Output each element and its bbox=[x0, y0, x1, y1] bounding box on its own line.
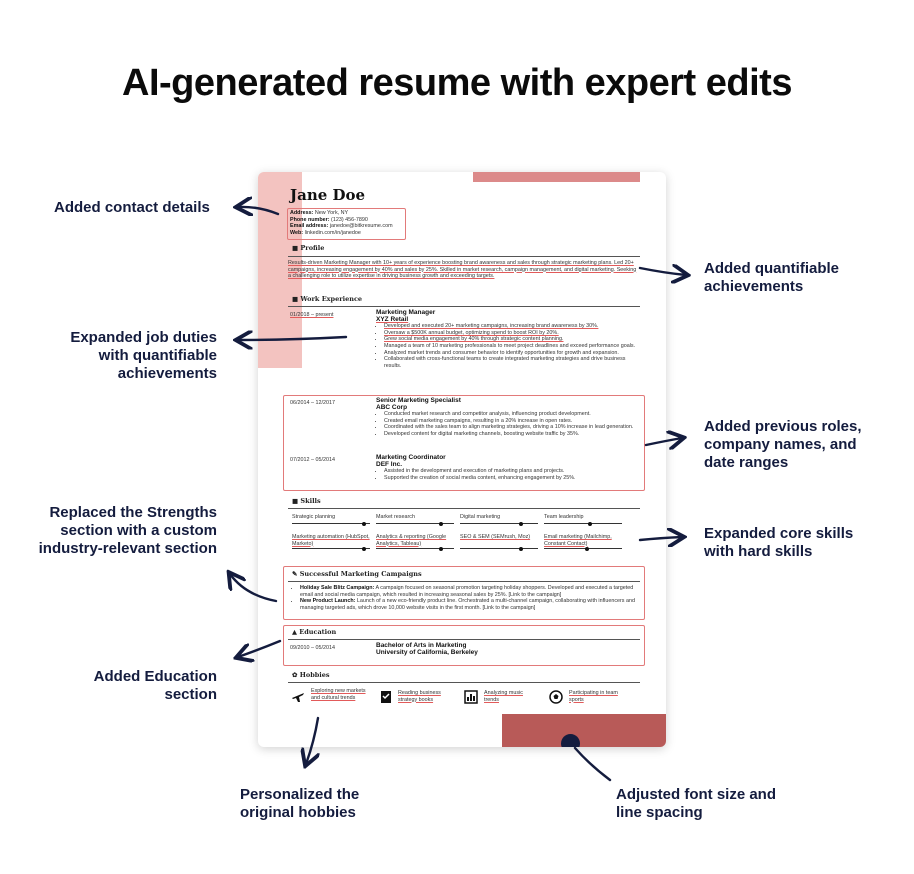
skill-label: Analytics & reporting (Google Analytics,… bbox=[376, 534, 447, 547]
callout-quant: Added quantifiable achievements bbox=[704, 260, 839, 295]
education-box bbox=[283, 625, 645, 666]
callout-strengths: Replaced the Strengths section with a cu… bbox=[38, 504, 217, 557]
arrow-skills bbox=[638, 537, 682, 540]
arrow-contact bbox=[238, 207, 280, 214]
arrow-hobbies bbox=[306, 716, 318, 764]
profile-rule bbox=[288, 256, 640, 257]
bookmark-icon bbox=[381, 691, 391, 703]
skill-level-knob bbox=[362, 546, 367, 551]
job-1-dates: 01/2018 – present bbox=[290, 312, 334, 318]
contact-phone: Phone number: (123) 456-7890 bbox=[290, 216, 368, 223]
soccer-ball-icon bbox=[549, 690, 563, 704]
callout-contact: Added contact details bbox=[54, 199, 210, 216]
profile-text: Results-driven Marketing Manager with 10… bbox=[288, 260, 637, 280]
skill-level-bar bbox=[544, 521, 622, 526]
campaigns-list: Holiday Sale Blitz Campaign: A campaign … bbox=[292, 585, 636, 611]
skills-rule bbox=[288, 508, 640, 509]
hobby-label: Participating in team sports bbox=[569, 690, 618, 703]
skill-level-knob bbox=[519, 546, 524, 551]
skill-label: Team leadership bbox=[544, 514, 584, 520]
education-rule bbox=[288, 639, 640, 640]
skill-level-knob bbox=[588, 521, 593, 526]
job-2: Senior Marketing Specialist ABC Corp Con… bbox=[376, 397, 638, 438]
skill-label: Marketing automation (HubSpot, Marketo) bbox=[292, 534, 370, 547]
campaign-item: New Product Launch: Launch of a new eco-… bbox=[300, 598, 636, 611]
callout-hobbies: Personalized the original hobbies bbox=[240, 786, 360, 821]
skill-level-knob bbox=[438, 546, 443, 551]
previous-roles-box bbox=[283, 395, 645, 491]
callout-education: Added Education section bbox=[93, 668, 217, 703]
skill-level-bar bbox=[460, 521, 538, 526]
campaign-item: Holiday Sale Blitz Campaign: A campaign … bbox=[300, 585, 636, 598]
skill-label: Market research bbox=[376, 514, 415, 520]
arrow-education bbox=[238, 639, 282, 657]
work-rule bbox=[288, 306, 640, 307]
pink-accent-bar bbox=[258, 172, 302, 368]
job-2-dates: 06/2014 – 12/2017 bbox=[290, 400, 335, 406]
arrow-quant bbox=[638, 268, 686, 275]
callout-duties: Expanded job duties with quantifiable ac… bbox=[70, 329, 217, 382]
accent-dot bbox=[561, 734, 580, 747]
campaigns-rule bbox=[288, 581, 640, 582]
hobby-label: Exploring new markets and cultural trend… bbox=[311, 688, 366, 701]
skill-level-bar bbox=[544, 546, 622, 551]
contact-box bbox=[287, 208, 406, 240]
job-3-dates: 07/2012 – 05/2014 bbox=[290, 457, 335, 463]
skill-level-knob bbox=[519, 521, 524, 526]
skill-label: Digital marketing bbox=[460, 514, 501, 520]
work-heading: ■ Work Experience bbox=[292, 295, 363, 303]
hobbies-rule bbox=[288, 682, 640, 683]
hobby-label: Reading business strategy books bbox=[398, 690, 441, 703]
resume-card: Jane Doe Address: New York, NY Phone num… bbox=[258, 172, 666, 747]
skill-level-bar bbox=[376, 521, 454, 526]
campaigns-box bbox=[283, 566, 645, 620]
education-heading: ▲ Education bbox=[292, 628, 337, 636]
hobby-label: Analyzing music trends bbox=[484, 690, 523, 703]
bottom-accent-bar bbox=[502, 714, 666, 747]
skill-level-knob bbox=[362, 521, 367, 526]
campaigns-heading: ✎ Successful Marketing Campaigns bbox=[292, 570, 422, 578]
contact-email: Email address: janedoe@bitkresume.com bbox=[290, 223, 393, 230]
skill-label: Strategic planning bbox=[292, 514, 336, 520]
hobbies-heading: ✿ Hobbies bbox=[292, 671, 330, 679]
skill-level-knob bbox=[438, 521, 443, 526]
arrow-strengths bbox=[230, 574, 278, 603]
contact-details: Address: New York, NY Phone number: (123… bbox=[290, 210, 405, 236]
arrow-duties bbox=[238, 337, 348, 340]
skill-level-bar bbox=[376, 546, 454, 551]
skill-label: Email marketing (Mailchimp, Constant Con… bbox=[544, 534, 612, 547]
contact-address: Address: New York, NY bbox=[290, 210, 349, 216]
job-1: Marketing Manager XYZ Retail Developed a… bbox=[376, 309, 638, 369]
education-dates: 09/2010 – 05/2014 bbox=[290, 645, 335, 651]
job-3: Marketing Coordinator DEF Inc. Assisted … bbox=[376, 454, 638, 481]
callout-roles: Added previous roles, company names, and… bbox=[704, 418, 862, 471]
contact-web: Web: linkedin.com/in/janedoe bbox=[290, 229, 361, 236]
callout-skills: Expanded core skills with hard skills bbox=[704, 525, 854, 560]
page-title: AI-generated resume with expert edits bbox=[122, 62, 792, 104]
arrow-font bbox=[573, 746, 612, 782]
airplane-icon bbox=[292, 693, 304, 702]
resume-name: Jane Doe bbox=[290, 186, 366, 204]
skill-level-bar bbox=[292, 546, 370, 551]
chart-icon bbox=[464, 690, 478, 704]
profile-heading: ■ Profile bbox=[292, 244, 325, 252]
skill-level-bar bbox=[460, 546, 538, 551]
skill-level-knob bbox=[584, 546, 589, 551]
arrow-roles bbox=[644, 438, 682, 445]
callout-font: Adjusted font size and line spacing bbox=[616, 786, 777, 821]
skill-level-bar bbox=[292, 521, 370, 526]
skill-label: SEO & SEM (SEMrush, Moz) bbox=[460, 534, 531, 540]
skills-heading: ■ Skills bbox=[292, 497, 321, 505]
education-entry: Bachelor of Arts in Marketing University… bbox=[376, 642, 478, 656]
top-accent-bar bbox=[473, 172, 640, 182]
